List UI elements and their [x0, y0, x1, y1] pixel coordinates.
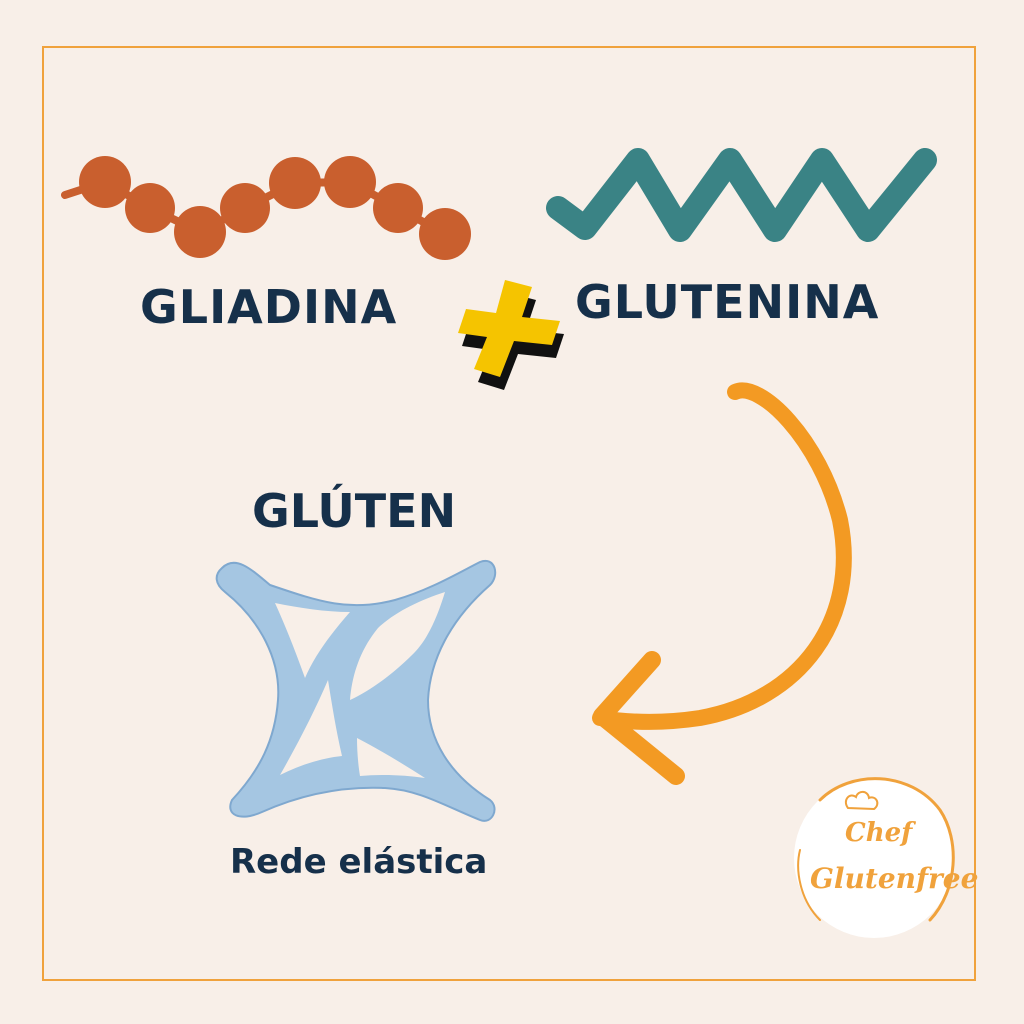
bead	[79, 156, 131, 208]
bead	[269, 157, 321, 209]
bead	[373, 183, 423, 233]
logo-text-chef: Chef	[845, 818, 913, 848]
gluten-label: GLÚTEN	[252, 484, 457, 538]
curved-arrow-icon	[592, 382, 852, 785]
chef-hat-icon	[844, 790, 879, 811]
glutenina-wave-icon	[546, 148, 937, 242]
elastic-network-icon	[215, 559, 497, 822]
border-frame	[42, 46, 976, 981]
chef-glutenfree-logo	[794, 777, 955, 938]
logo-text-glutenfree: Glutenfree	[810, 862, 979, 895]
bead	[174, 206, 226, 258]
glutenina-label: GLUTENINA	[575, 275, 880, 329]
bead	[220, 183, 270, 233]
bead	[125, 183, 175, 233]
network-caption: Rede elástica	[230, 842, 488, 882]
gliadina-label: GLIADINA	[140, 280, 398, 334]
bead	[324, 156, 376, 208]
gliadina-chain-icon	[61, 156, 471, 260]
bead	[419, 208, 471, 260]
plus-icon	[458, 280, 564, 390]
